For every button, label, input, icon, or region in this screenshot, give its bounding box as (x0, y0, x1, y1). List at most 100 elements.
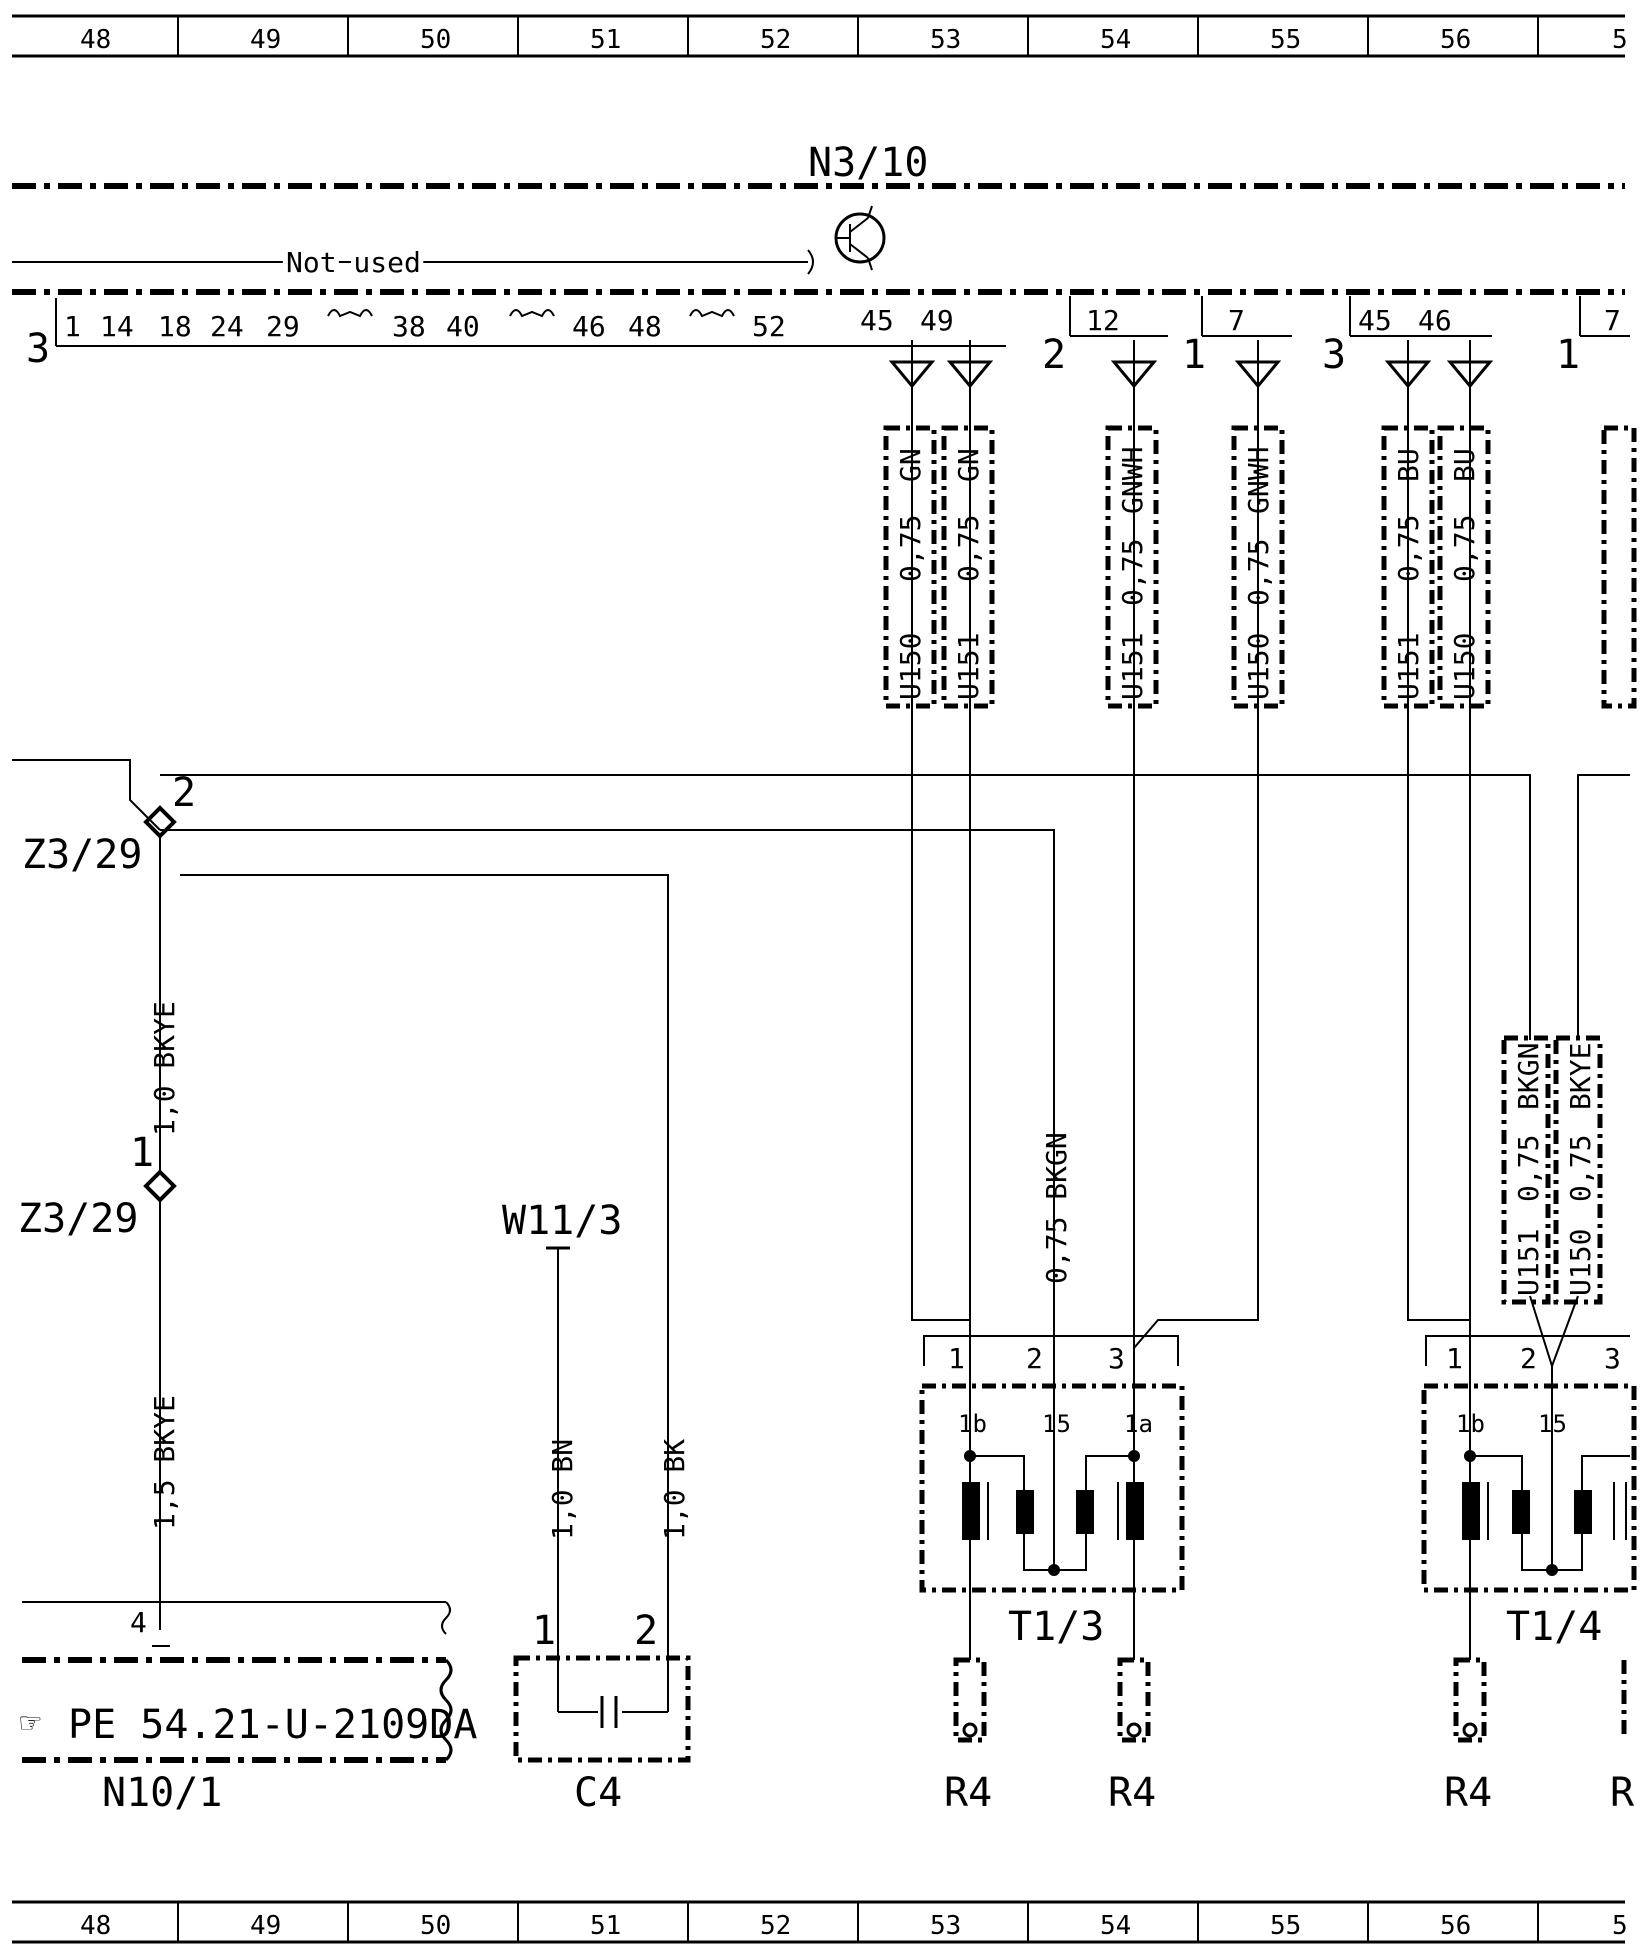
module-n3-10: N3/10 Not used 3 1 14 18 24 29 38 40 46 … (12, 140, 1630, 378)
connector-number: 1 (1182, 332, 1206, 378)
wire-color: GN (894, 448, 927, 482)
wire-color: BU (1392, 448, 1425, 482)
pin-label: 49 (920, 304, 954, 337)
col-label: 49 (250, 25, 281, 55)
wire-size: 0,75 (1512, 1135, 1545, 1202)
wire-label-boxes-mid: U151 0,75 BKGN U150 0,75 BKYE (1501, 1035, 1603, 1305)
pin-label: 29 (266, 310, 300, 343)
spark-plugs: R4 R4 R4 R (944, 1600, 1635, 1816)
col-label: 55 (1270, 1911, 1301, 1941)
wire-code: U151 (1116, 633, 1149, 700)
coil-term: 1a (1124, 1410, 1153, 1438)
junction-pin: 2 (172, 770, 196, 816)
col-label: 48 (80, 25, 111, 55)
wire-label: 1,0 BK (658, 1439, 691, 1540)
pin-label: 7 (1604, 304, 1621, 337)
wire-color: GNWH (1242, 447, 1275, 514)
wire-size: 0,75 (1564, 1135, 1597, 1202)
pin-label: 38 (392, 310, 426, 343)
connector-number: 1 (1556, 332, 1580, 378)
wire-label: 0,75 BKGN (1040, 1132, 1073, 1284)
capacitor-pin: 1 (532, 1608, 556, 1654)
plug-name: R4 (1108, 1770, 1156, 1816)
wire-code: U150 (894, 633, 927, 700)
coil-winding-icon (962, 1482, 980, 1540)
connector-triangle-icon (1384, 360, 1432, 389)
capacitor-c4: 1 2 C4 (513, 1608, 691, 1816)
capacitor-pin: 2 (634, 1608, 658, 1654)
column-ruler-bottom: 48 49 50 51 52 53 54 55 56 5 (12, 1900, 1628, 1944)
not-used-label: Not used (286, 246, 421, 279)
col-label: 53 (930, 25, 961, 55)
coil-term: 1b (958, 1410, 987, 1438)
junction-pin: 1 (130, 1130, 154, 1176)
wire-code: U151 (1512, 1229, 1545, 1296)
wire-code: U151 (1392, 633, 1425, 700)
col-label: 53 (930, 1911, 961, 1941)
pin-label: 12 (1086, 304, 1120, 337)
col-label: 50 (420, 25, 451, 55)
coil-pin: 1 (948, 1342, 965, 1375)
col-label: 51 (590, 25, 621, 55)
wire-code: U151 (952, 633, 985, 700)
connector-number: 3 (26, 326, 50, 372)
wire-size: 0,75 (1116, 539, 1149, 606)
wire-label: 1,0 BN (546, 1439, 579, 1540)
pin-label: 52 (752, 310, 786, 343)
wire-label-boxes-top: U150 0,75 GN U151 0,75 GN U151 0,75 GNWH… (883, 425, 1637, 709)
pin-label: 46 (1418, 304, 1452, 337)
wire-size: 0,75 (1448, 515, 1481, 582)
capacitor-name: C4 (574, 1770, 622, 1816)
wire-size: 0,75 (1392, 515, 1425, 582)
connector-triangle-icon (1110, 360, 1158, 389)
junction-name: Z3/29 (22, 832, 142, 878)
pin-label: 14 (100, 310, 134, 343)
pin-label: 46 (572, 310, 606, 343)
plug-name: R4 (944, 1770, 992, 1816)
connector-triangle-icon (1446, 360, 1494, 389)
pin-label: 48 (628, 310, 662, 343)
wire-size: 0,75 (1242, 539, 1275, 606)
connector-triangle-icon (1234, 360, 1282, 389)
wire-color: GN (952, 448, 985, 482)
col-label: 56 (1440, 1911, 1471, 1941)
col-label: 52 (760, 25, 791, 55)
pin-label: 7 (1228, 304, 1245, 337)
wire-label: 1,5 BKYE (148, 1395, 181, 1530)
column-ruler-top: 48 49 50 51 52 53 54 55 56 5 (12, 14, 1628, 58)
coil-pin: 2 (1026, 1342, 1043, 1375)
connector-triangle-icon (888, 360, 936, 389)
spark-plug-icon (1453, 1600, 1487, 1743)
not-used-end-mark (807, 249, 814, 275)
wire-label: 1,0 BKYE (148, 1001, 181, 1136)
connector-number: 2 (1042, 332, 1066, 378)
spark-plug-icon (953, 1600, 987, 1743)
wire-color: BKGN (1512, 1043, 1545, 1110)
wire-color: BU (1448, 448, 1481, 482)
ground-w11-3: W11/3 1,0 BN 1,0 BK (502, 1198, 691, 1650)
pin-label: 45 (860, 304, 894, 337)
module-name: N3/10 (808, 140, 928, 186)
coil-term: 15 (1042, 1410, 1071, 1438)
col-label: 49 (250, 1911, 281, 1941)
ref-text: PE 54.21-U-2109DA (68, 1702, 477, 1748)
col-label: 54 (1100, 1911, 1131, 1941)
connector-triangle-icon (946, 360, 994, 389)
pin-label: 18 (158, 310, 192, 343)
coil-pin: 3 (1604, 1342, 1621, 1375)
coil-pin: 3 (1108, 1342, 1125, 1375)
junction-z3-29: 2 Z3/29 1 Z3/29 1,0 BKYE 1,5 BKYE (18, 770, 196, 1630)
plug-name: R4 (1444, 1770, 1492, 1816)
coil-winding-icon (1462, 1482, 1480, 1540)
reference-box-n10-1: 4 PE 54.21-U-2109DA ☞ N10/1 (20, 1601, 477, 1816)
coil-name: T1/3 (1008, 1604, 1104, 1650)
col-label: 55 (1270, 25, 1301, 55)
junction-diamond-icon (143, 805, 177, 839)
wire-size: 0,75 (952, 515, 985, 582)
coil-name: T1/4 (1506, 1604, 1602, 1650)
col-label: 51 (590, 1911, 621, 1941)
col-label: 52 (760, 1911, 791, 1941)
ref-pin: 4 (130, 1606, 147, 1639)
top-wires (12, 340, 1630, 1650)
